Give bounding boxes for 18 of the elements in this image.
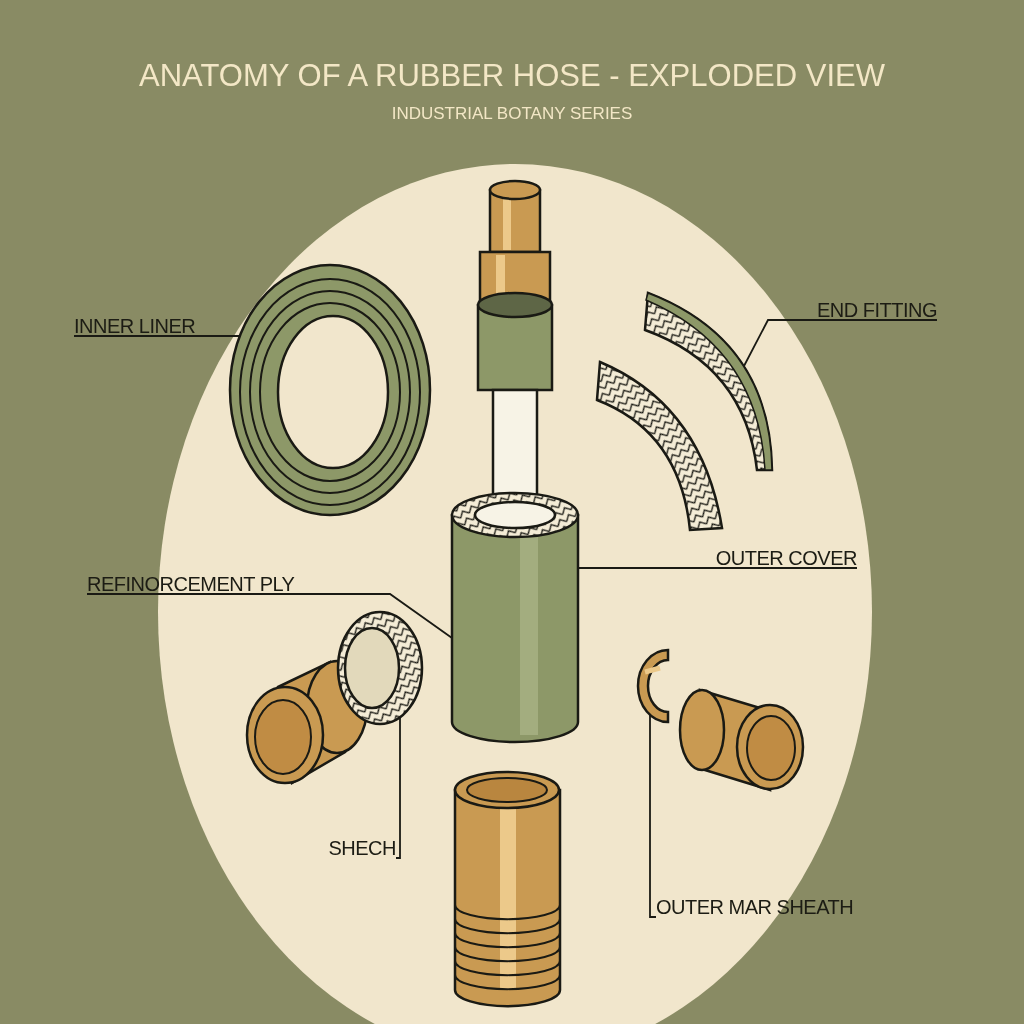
leader-line [395, 716, 401, 859]
part-label: END FITTING [816, 300, 937, 320]
part-label: INNER LINER [74, 316, 196, 336]
leader-line [73, 335, 241, 337]
part-label: OUTER COVER [715, 548, 857, 568]
leader-line [577, 567, 858, 569]
hose-cylinder-drawing [450, 491, 580, 744]
subtitle: INDUSTRIAL BOTANY SERIES [391, 104, 633, 124]
part-label: SHECH [328, 838, 396, 858]
title: ANATOMY OF A RUBBER HOSE - EXPLODED VIEW [139, 58, 885, 94]
part-label: REFINORCEMENT PLY [87, 574, 295, 594]
leader-line [743, 319, 938, 367]
brass-half-ring-drawing [636, 648, 670, 724]
leader-line [649, 714, 657, 918]
braided-arc-drawing [643, 291, 774, 472]
coiled-liner-drawing [228, 263, 432, 517]
leader-line [86, 593, 453, 639]
braided-ring-drawing [336, 610, 424, 726]
